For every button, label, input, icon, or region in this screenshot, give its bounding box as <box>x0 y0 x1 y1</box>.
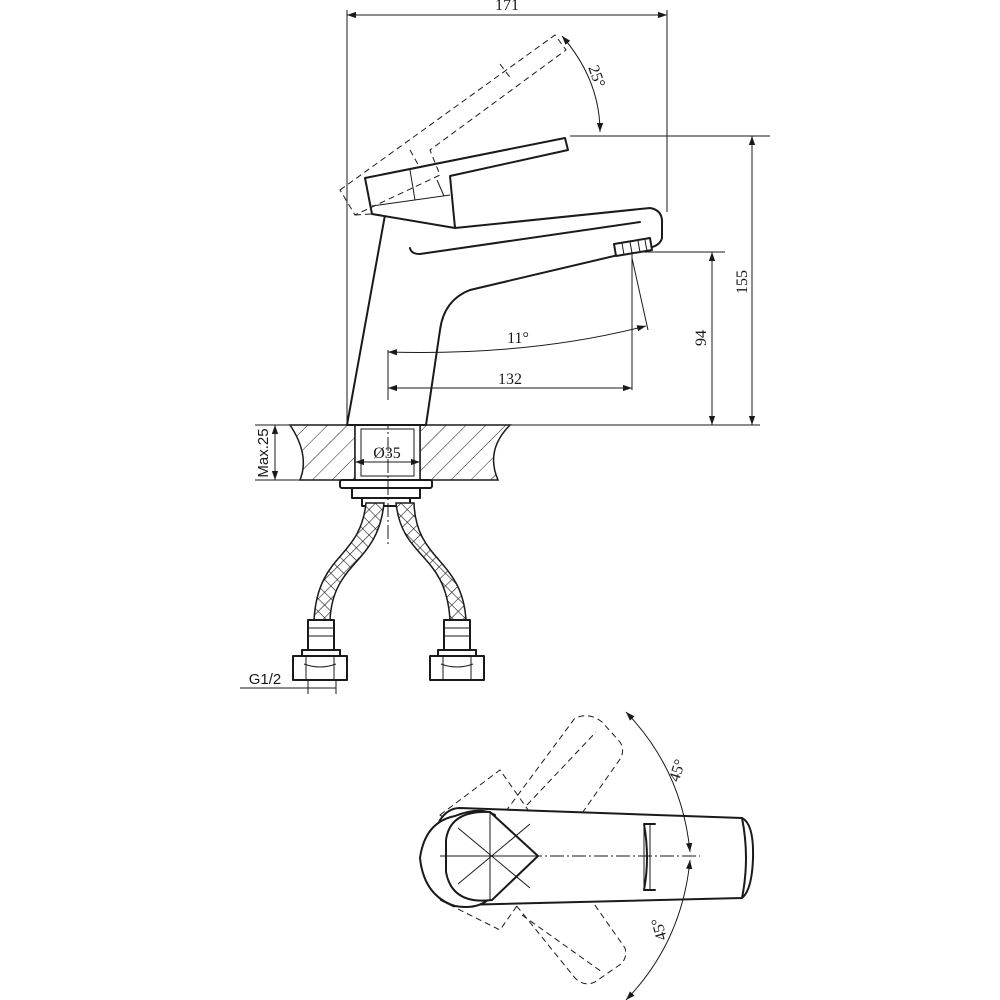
dimension-lever-tilt-label: 25° <box>584 63 608 90</box>
deck-section <box>288 424 760 481</box>
top-view: 45° 45° <box>419 711 755 1000</box>
lever-handle <box>364 137 569 229</box>
dimension-spout-height: 94 <box>693 252 716 425</box>
dimension-deck-thickness-label: Max.25 <box>255 428 272 477</box>
flexible-hoses <box>292 502 485 681</box>
mounting-nut <box>339 479 433 507</box>
dimension-hole-diameter-label: Ø35 <box>373 445 401 462</box>
lever-rotated-positions <box>439 715 627 985</box>
lever-raised-position <box>339 34 567 216</box>
dimension-lever-tilt: 25° <box>561 35 608 133</box>
dimension-spout-reach: 132 <box>388 371 632 392</box>
dimension-overall-width: 171 <box>347 0 667 19</box>
dimension-rotation-right-label: 45° <box>649 916 671 942</box>
faucet-body <box>346 204 664 426</box>
dimension-thread-size-label: G1/2 <box>249 671 282 688</box>
dimension-rotation-arcs: 45° 45° <box>625 711 693 1000</box>
dimension-spout-angle: 11° <box>387 325 647 356</box>
dimension-deck-thickness: Max.25 <box>255 424 300 481</box>
side-view: 171 155 94 132 11° 25° Ø35 <box>240 0 770 694</box>
dimension-rotation-left-label: 45° <box>666 757 689 784</box>
dimension-spout-angle-label: 11° <box>507 330 529 347</box>
dimension-overall-height: 155 <box>734 136 756 425</box>
dimension-overall-width-label: 171 <box>495 0 519 14</box>
dimension-spout-reach-label: 132 <box>498 371 522 388</box>
dimension-spout-height-label: 94 <box>693 330 710 346</box>
dimension-thread-size: G1/2 <box>240 671 337 694</box>
dimension-overall-height-label: 155 <box>734 270 751 294</box>
extension-lines <box>346 10 770 425</box>
dimension-hole-diameter: Ø35 <box>355 445 420 466</box>
